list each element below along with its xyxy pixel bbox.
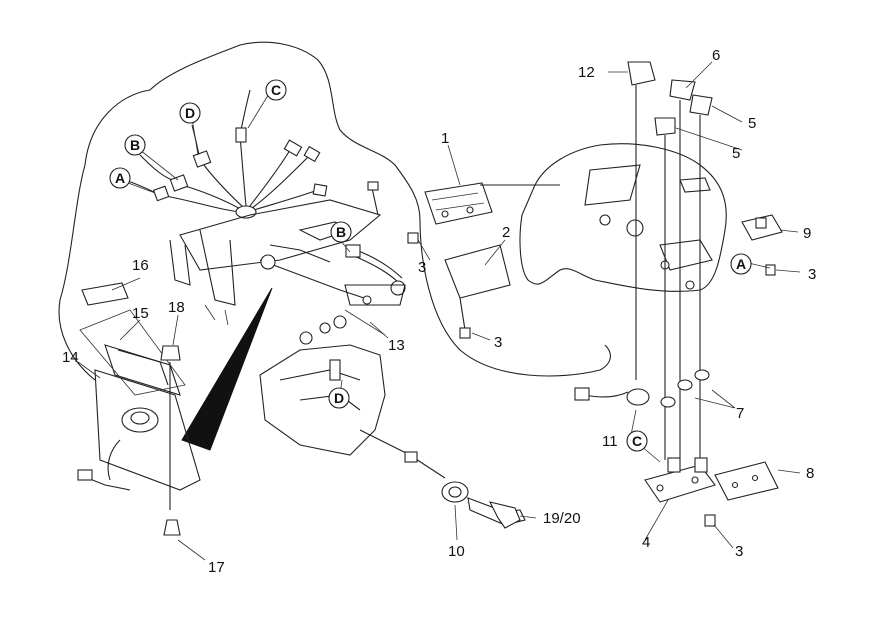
label-15: 15: [132, 305, 149, 322]
label-4: 4: [642, 534, 650, 551]
connector-marker-c-top: C: [265, 79, 287, 101]
screws: [704, 264, 776, 527]
connector-marker-d-top: D: [179, 102, 201, 124]
lower-housing: [259, 344, 411, 456]
label-7: 7: [736, 405, 744, 422]
part-number-labels: 1 2 3 3 3 3 4 5 5 6 7 8 9 10 11 12 13 14…: [62, 47, 816, 576]
connector-marker-a-right: A: [730, 253, 752, 275]
label-19-20: 19/20: [543, 510, 581, 527]
label-3-b: 3: [494, 334, 502, 351]
label-3-a: 3: [418, 259, 426, 276]
display-unit: [407, 182, 560, 339]
potentiometer: [574, 369, 710, 408]
label-3-d: 3: [735, 543, 743, 560]
wire-harness: [124, 89, 328, 219]
connector-marker-a-left: A: [109, 167, 131, 189]
label-10: 10: [448, 543, 465, 560]
label-5-a: 5: [748, 115, 756, 132]
connector-marker-b-center: B: [330, 221, 352, 243]
label-12: 12: [578, 64, 595, 81]
connector-marker-b-left: B: [124, 134, 146, 156]
label-17: 17: [208, 559, 225, 576]
svg-text:B: B: [336, 224, 346, 240]
label-1: 1: [441, 130, 449, 147]
pointer-wedge: [181, 287, 273, 451]
label-18: 18: [168, 299, 185, 316]
label-6: 6: [712, 47, 720, 64]
connector-markers: A B C D B D A C: [109, 79, 752, 452]
label-14: 14: [62, 349, 79, 366]
plate-8: [714, 461, 779, 501]
wiring-harness-boundary: [58, 41, 611, 381]
svg-text:B: B: [130, 137, 140, 153]
svg-text:A: A: [736, 256, 746, 272]
svg-text:C: C: [632, 433, 642, 449]
label-11: 11: [602, 433, 618, 450]
label-3-c: 3: [808, 266, 816, 283]
knob-group: [627, 61, 713, 460]
label-13: 13: [388, 337, 405, 354]
label-2: 2: [502, 224, 510, 241]
switch-board-4: [644, 457, 716, 503]
label-9: 9: [803, 225, 811, 242]
svg-text:D: D: [185, 105, 195, 121]
key-switch: [404, 451, 526, 529]
label-5-b: 5: [732, 145, 740, 162]
label-8: 8: [806, 465, 814, 482]
dashboard-casting: [519, 143, 727, 292]
svg-text:D: D: [334, 390, 344, 406]
plate-9: [741, 214, 783, 241]
svg-text:A: A: [115, 170, 125, 186]
connector-marker-c-right: C: [626, 430, 648, 452]
connector-marker-d-center: D: [328, 387, 350, 409]
connector-assembly-13: [299, 244, 406, 345]
label-16: 16: [132, 257, 149, 274]
svg-text:C: C: [271, 82, 281, 98]
